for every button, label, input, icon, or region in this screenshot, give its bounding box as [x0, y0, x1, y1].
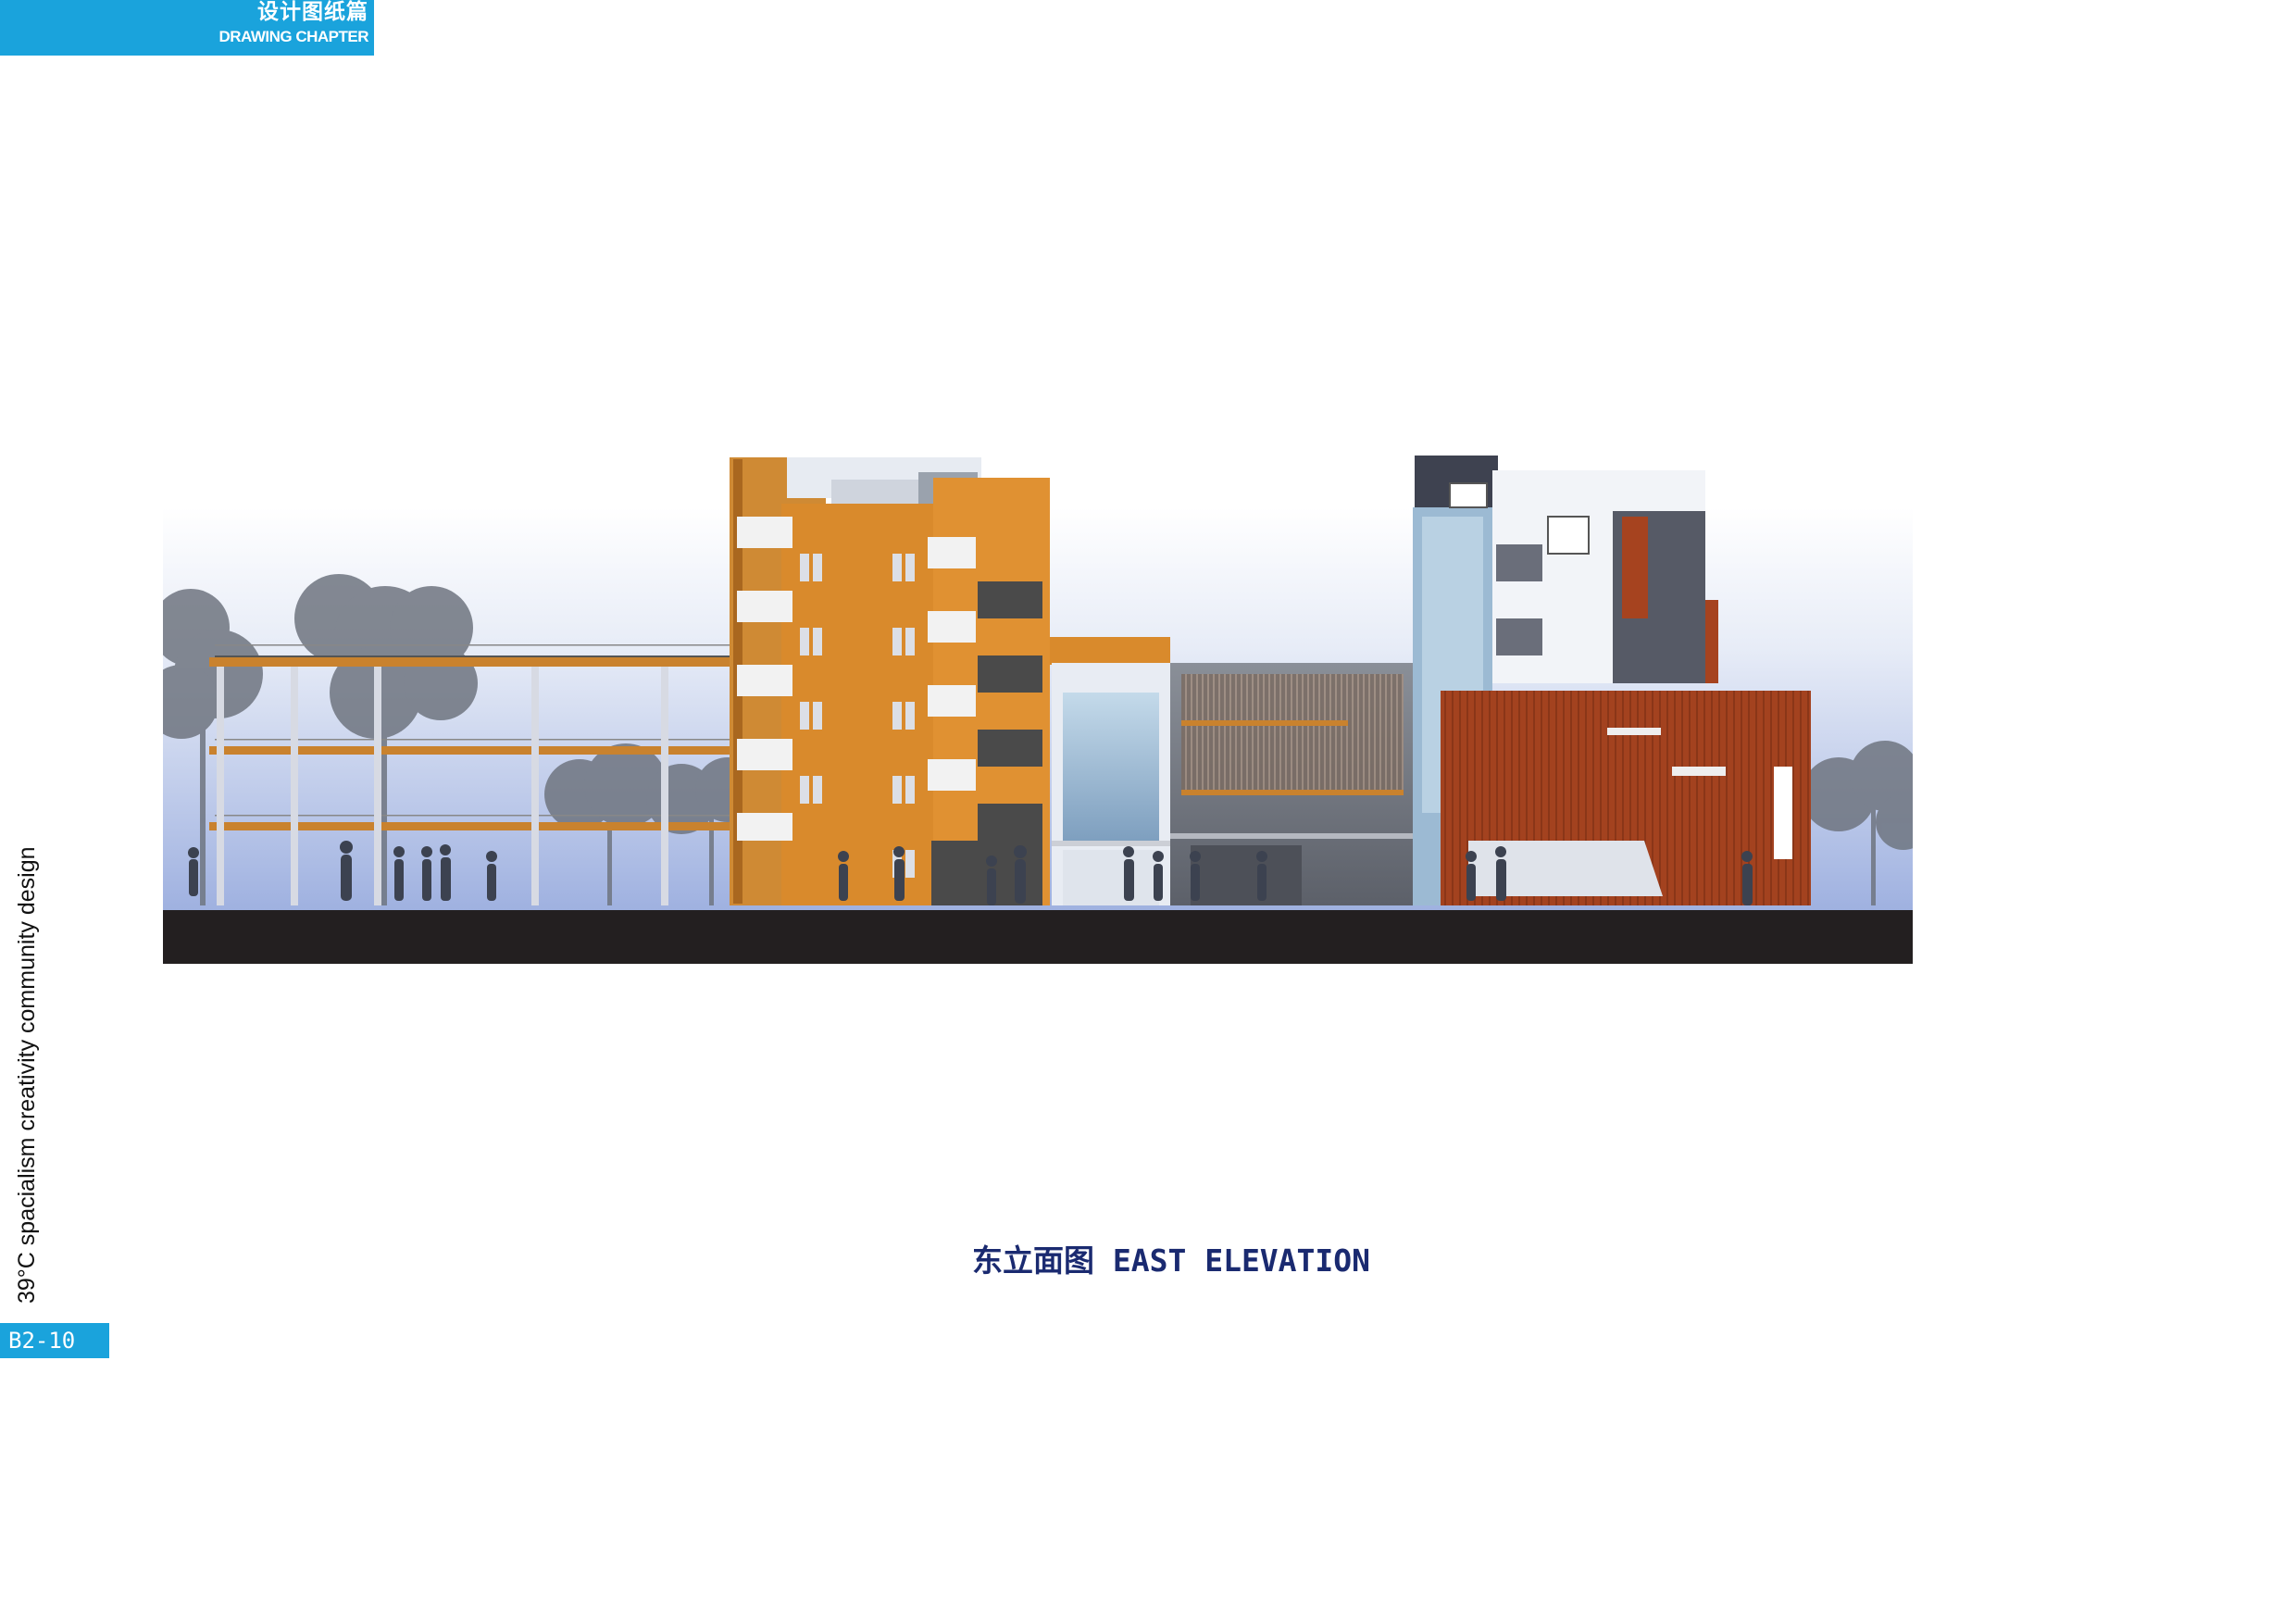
- walkway-structure: [209, 644, 783, 905]
- project-title-vertical: 39°C spacialism creativity community des…: [14, 846, 40, 1304]
- page-number-tab: B2-10: [0, 1323, 109, 1358]
- trees-right: [1802, 741, 1913, 905]
- central-glass-block: [1050, 637, 1172, 905]
- people-silhouettes: [188, 841, 1753, 905]
- screened-middle-block: [1170, 663, 1424, 905]
- left-tower: [730, 457, 1050, 905]
- chapter-title-en: DRAWING CHAPTER: [218, 28, 368, 45]
- drawing-caption: 东立面图 EAST ELEVATION: [972, 1242, 1371, 1279]
- chapter-title-cn: 设计图纸篇: [257, 0, 368, 24]
- ground-slab: [163, 910, 1913, 964]
- chapter-header-tab: 设计图纸篇 DRAWING CHAPTER: [0, 0, 374, 56]
- east-elevation-drawing: [163, 456, 1913, 964]
